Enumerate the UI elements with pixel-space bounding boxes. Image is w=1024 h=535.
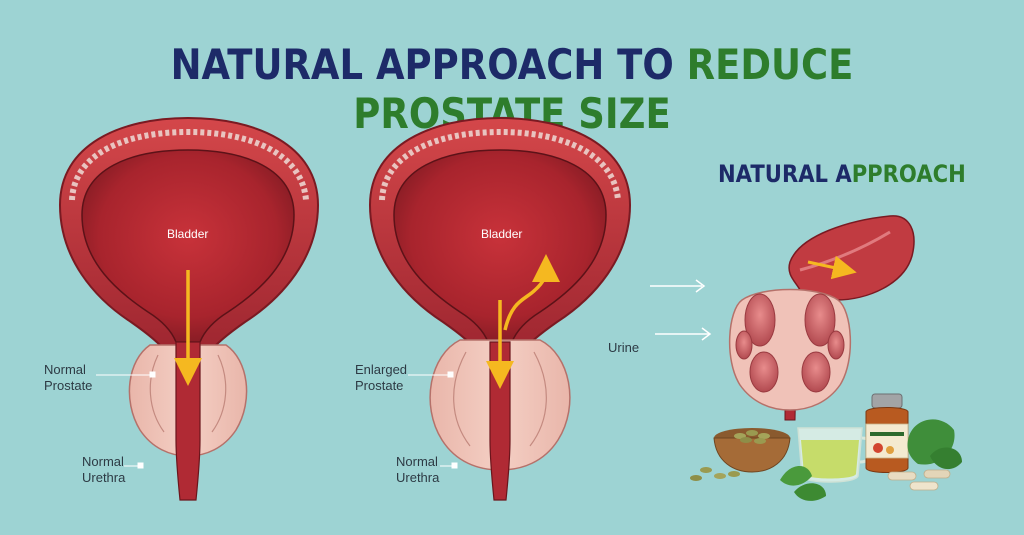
pumpkin-seeds-bowl xyxy=(690,428,791,481)
title-part-green: REDUCE PROSTATE SIZE xyxy=(353,40,854,138)
middle-bladder-cavity xyxy=(393,149,607,343)
label-leaders xyxy=(96,371,458,469)
subtitle-part-dark: NATURAL A xyxy=(718,160,852,188)
mint-leaves xyxy=(780,465,826,501)
supplement-bottle xyxy=(865,393,909,473)
enlarged-prostate-label: Enlarged Prostate xyxy=(355,362,407,394)
title-part-dark: NATURAL APPROACH TO xyxy=(170,40,687,89)
left-bladder-cavity xyxy=(81,149,295,343)
left-urethra-label-line2: Urethra xyxy=(82,470,126,485)
normal-prostate-label-line1: Normal xyxy=(44,362,86,377)
enlarged-prostate-label-line1: Enlarged xyxy=(355,362,408,377)
normal-prostate-label: Normal Prostate xyxy=(44,362,92,394)
small-bladder xyxy=(788,215,915,301)
green-tea-cup xyxy=(797,427,876,483)
enlarged-bladder-diagram xyxy=(368,116,632,501)
page-title: NATURAL APPROACH TO REDUCE PROSTATE SIZE xyxy=(61,40,962,138)
spinach-leaves xyxy=(907,419,962,470)
middle-urethra-label-line1: Normal xyxy=(396,454,438,469)
natural-approach-diagram xyxy=(650,215,915,421)
middle-bladder-label: Bladder xyxy=(481,227,523,241)
natural-remedies xyxy=(690,393,962,501)
left-bladder-label: Bladder xyxy=(167,227,209,241)
capsules xyxy=(887,469,951,491)
left-urethra-label: Normal Urethra xyxy=(82,454,125,486)
left-urethra-label-line1: Normal xyxy=(82,454,124,469)
enlarged-prostate-label-line2: Prostate xyxy=(355,378,404,393)
natural-approach-heading: NATURAL APPROACH xyxy=(718,160,966,188)
middle-urethra-label-line2: Urethra xyxy=(396,470,440,485)
middle-urethra-label: Normal Urethra xyxy=(396,454,439,486)
normal-bladder-diagram xyxy=(58,116,320,501)
subtitle-part-green: PPROACH xyxy=(851,160,966,188)
normal-prostate-label-line2: Prostate xyxy=(44,378,93,393)
urine-label: Urine xyxy=(608,340,640,355)
